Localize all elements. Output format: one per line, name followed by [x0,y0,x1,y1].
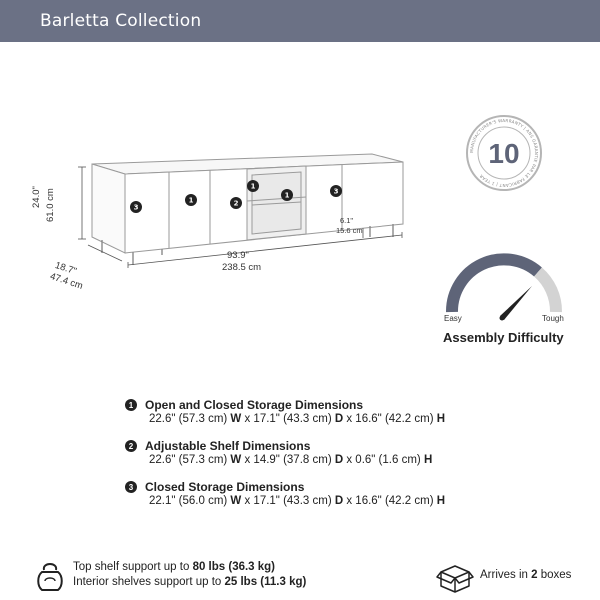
spec-item-2: 2 Adjustable Shelf Dimensions 22.6" (57.… [125,439,545,466]
assembly-gauge [445,253,563,321]
top-shelf-support: Top shelf support up to 80 lbs (36.3 kg) [73,561,276,573]
gauge-tough-label: Tough [542,314,564,323]
marker-2: 2 [234,200,239,208]
marker-1-left: 1 [189,197,194,205]
spec-title-2: Adjustable Shelf Dimensions [145,439,311,453]
spec-dimensions-1: 22.6" (57.3 cm) W x 17.1" (43.3 cm) D x … [149,413,446,425]
height-label-in: 24.0" [31,186,42,208]
spec-number-3: 3 [125,481,137,493]
spec-number-2: 2 [125,440,137,452]
marker-3-right: 3 [334,188,339,196]
interior-shelf-support: Interior shelves support up to 25 lbs (1… [73,576,307,588]
warranty-years: 10 [488,138,519,169]
spec-dimensions-3: 22.1" (56.0 cm) W x 17.1" (43.3 cm) D x … [149,495,446,507]
spec-title-1: Open and Closed Storage Dimensions [145,398,364,412]
arrives-in-boxes: Arrives in 2 boxes [480,569,572,581]
width-label-cm: 238.5 cm [222,262,262,273]
spec-item-3: 3 Closed Storage Dimensions 22.1" (56.0 … [125,480,545,507]
spec-number-1: 1 [125,399,137,411]
header-bar: Barletta Collection [0,0,600,42]
marker-1-right: 1 [285,192,290,200]
leg-label-cm: 15.6 cm [336,226,363,235]
marker-1-center: 1 [251,183,256,191]
warranty-badge: MANUFACTURER'S WARRANTY | ANS GARANTIE P… [466,115,542,191]
gauge-easy-label: Easy [444,314,462,323]
spec-title-3: Closed Storage Dimensions [145,480,305,494]
tv-stand-diagram: 3 1 2 1 1 3 [78,153,404,268]
assembly-difficulty-title: Assembly Difficulty [443,330,564,345]
marker-3-left: 3 [134,204,139,212]
kettlebell-icon [37,563,63,591]
width-label-in: 93.9" [227,250,249,261]
spec-item-1: 1 Open and Closed Storage Dimensions 22.… [125,398,545,425]
box-icon [436,565,474,593]
leg-label-in: 6.1" [340,216,354,225]
height-label-cm: 61.0 cm [45,188,56,222]
gauge-needle-icon [499,286,532,321]
spec-dimensions-2: 22.6" (57.3 cm) W x 14.9" (37.8 cm) D x … [149,454,433,466]
page-title: Barletta Collection [40,11,202,31]
